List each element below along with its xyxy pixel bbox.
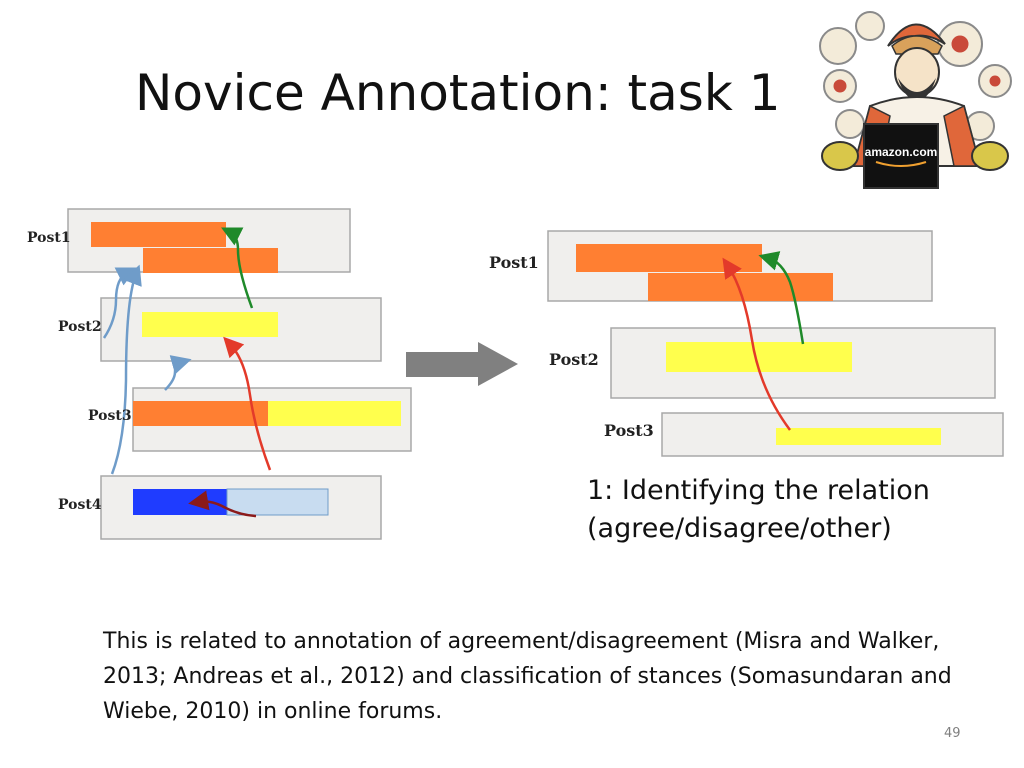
- green-arrow: [758, 251, 805, 345]
- caption-line: (agree/disagree/other): [587, 513, 892, 544]
- left-diagram: [67, 208, 412, 540]
- footnote-text: This is related to annotation of agreeme…: [103, 629, 952, 724]
- segment-orange: [576, 244, 762, 272]
- post-label: Post3: [604, 421, 654, 440]
- caption: 1: Identifying the relation (agree/disag…: [587, 472, 930, 548]
- dark-red-arrow: [188, 490, 257, 518]
- annotation-diagram: [67, 208, 1004, 540]
- blue-arrow: [110, 264, 142, 475]
- blue-arrow: [164, 355, 192, 391]
- amazon-logo: amazon.com: [865, 145, 938, 159]
- red-arrow: [722, 257, 792, 431]
- segment-orange: [91, 222, 226, 247]
- annotator-illustration: amazon.com: [819, 11, 1012, 189]
- blue-arrow: [102, 267, 137, 339]
- transition-arrow: [406, 342, 518, 386]
- page-number: 49: [944, 726, 961, 741]
- post-label: Post3: [88, 408, 132, 424]
- segment-orange: [648, 273, 833, 301]
- segment-orange: [143, 248, 278, 273]
- post-label: Post1: [27, 230, 71, 246]
- segment-orange: [133, 401, 268, 426]
- red-arrow: [223, 336, 272, 471]
- post-label: Post2: [549, 350, 599, 369]
- segment-light-blue: [226, 488, 329, 516]
- slide-title: Novice Annotation: task 1: [135, 64, 781, 122]
- segment-yellow: [776, 428, 941, 445]
- segment-yellow: [268, 401, 401, 426]
- post-label: Post1: [489, 253, 539, 272]
- post-label: Post4: [58, 497, 102, 513]
- right-diagram: [547, 230, 1004, 457]
- green-arrow: [221, 227, 254, 309]
- post-label: Post2: [58, 319, 102, 335]
- segment-yellow: [142, 312, 278, 337]
- caption-line: 1: Identifying the relation: [587, 475, 930, 506]
